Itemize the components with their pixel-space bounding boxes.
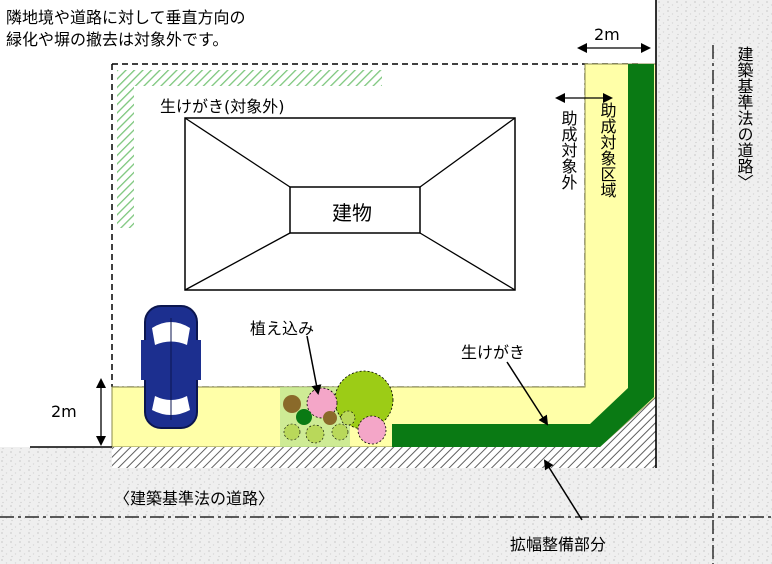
label-dimension-left: 2m [51,402,77,421]
label-dimension-top: 2m [594,25,620,44]
road-right [656,0,772,564]
label-planting: 植え込み [250,319,314,338]
label-building: 建物 [332,201,372,225]
label-widening: 拡幅整備部分 [510,535,606,554]
label-road-right: 建築基準法の道路〉 [735,46,754,190]
callout-planting [306,335,322,395]
callout-hedge [506,361,549,426]
label-not-subsidized: 助成対象外 [559,110,578,190]
label-road-bottom: 〈建築基準法の道路〉 [114,489,274,508]
note-line-1: 隣地境や道路に対して垂直方向の [6,8,246,27]
label-hedge: 生けがき [461,343,525,362]
hedge-excluded [117,70,382,228]
label-subsidy-area: 助成対象区域 [598,102,617,198]
widening-strip [112,397,656,468]
callout-widening [543,459,583,521]
hedge-green [392,64,654,447]
label-hedge-excluded: 生けがき(対象外) [160,97,285,116]
car-icon [141,305,201,429]
building [184,117,516,291]
planting-bed [280,370,394,447]
note-line-2: 緑化や塀の撤去は対象外です。 [6,30,228,49]
